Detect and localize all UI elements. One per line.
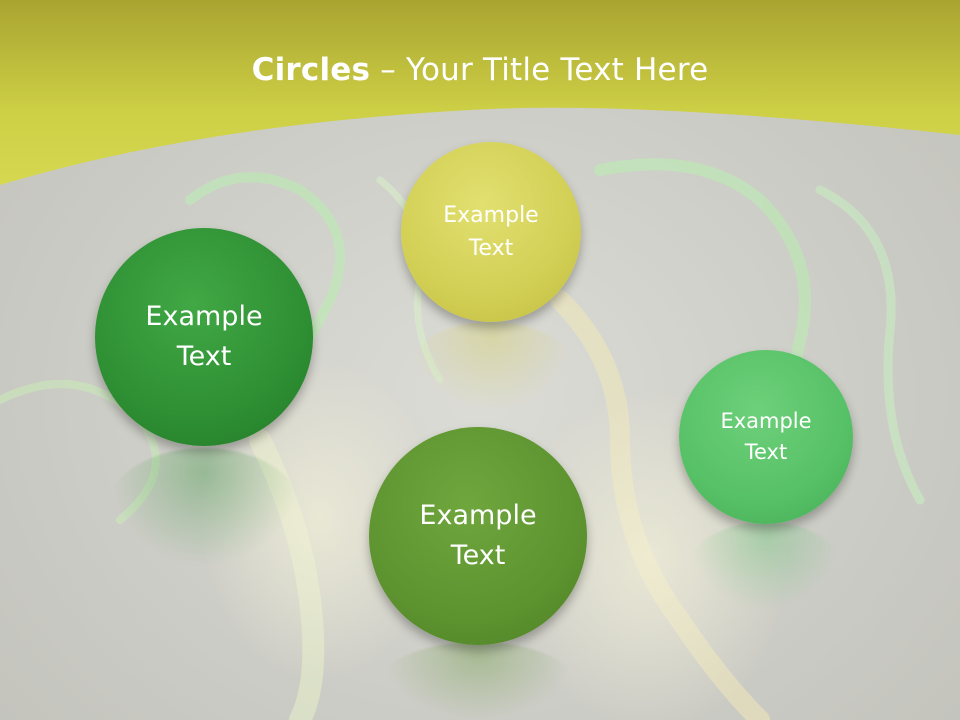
circle-label: Example Text (145, 300, 263, 373)
title-bold-part: Circles (251, 52, 371, 88)
circle-reflection (108, 448, 300, 568)
circle-label: Example Text (419, 499, 537, 572)
circle-reflection (382, 642, 574, 720)
circle-yellow[interactable]: Example Text (401, 142, 581, 322)
circle-label: Example Text (720, 408, 812, 465)
circle-light-green[interactable]: Example Text (679, 350, 853, 524)
circle-reflection (410, 322, 572, 412)
circle-reflection (690, 522, 842, 612)
circle-label: Example Text (443, 203, 539, 261)
circle-dark-green[interactable]: Example Text (95, 228, 313, 446)
header-band (0, 0, 960, 185)
circle-olive-green[interactable]: Example Text (369, 427, 587, 645)
slide-title[interactable]: Circles – Your Title Text Here (0, 52, 960, 88)
title-rest-part: – Your Title Text Here (370, 52, 709, 88)
